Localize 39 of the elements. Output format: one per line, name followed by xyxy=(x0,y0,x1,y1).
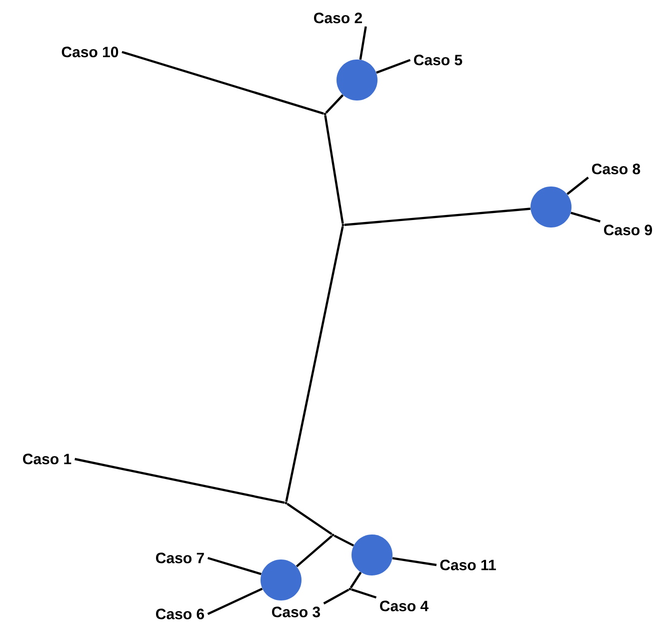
branch-line xyxy=(392,557,437,566)
leaf-label: Caso 1 xyxy=(23,454,72,464)
branch-line xyxy=(286,502,332,536)
branch-line xyxy=(122,50,324,115)
branch-point xyxy=(324,112,326,116)
leaf-label: Caso 6 xyxy=(156,608,204,620)
leaf-label: Caso 2 xyxy=(314,12,362,24)
leaf-label: Caso 11 xyxy=(440,560,496,570)
branch-line xyxy=(74,458,285,504)
leaf-label: Caso 8 xyxy=(592,164,640,174)
branch-line xyxy=(376,58,411,74)
branch-line xyxy=(344,208,530,226)
branch-line xyxy=(296,535,333,568)
cluster-circle xyxy=(352,534,392,576)
cluster-circle xyxy=(336,60,378,100)
branch-line xyxy=(334,534,354,547)
branch-line xyxy=(351,588,377,599)
branch-line xyxy=(350,572,362,588)
leaf-label: Caso 7 xyxy=(156,552,204,564)
branch-line xyxy=(566,176,589,195)
leaf-label: Caso 9 xyxy=(604,224,652,236)
branch-line xyxy=(323,588,350,604)
leaf-label: Caso 3 xyxy=(272,606,320,618)
cluster-circle xyxy=(260,560,302,600)
branch-point xyxy=(348,588,352,590)
leaf-label: Caso 10 xyxy=(62,46,118,58)
branch-line xyxy=(207,588,263,615)
branch-line xyxy=(324,115,344,224)
leaf-label: Caso 5 xyxy=(414,54,462,66)
branch-line xyxy=(285,226,344,502)
branch-line xyxy=(207,556,262,576)
branch-line xyxy=(570,212,601,223)
cluster-circle xyxy=(530,186,572,228)
leaf-label: Caso 4 xyxy=(380,600,428,612)
branch-line xyxy=(359,26,367,60)
branch-line xyxy=(325,94,344,114)
branch-point xyxy=(332,534,334,536)
branch-point xyxy=(284,502,288,504)
branch-point xyxy=(342,224,344,226)
